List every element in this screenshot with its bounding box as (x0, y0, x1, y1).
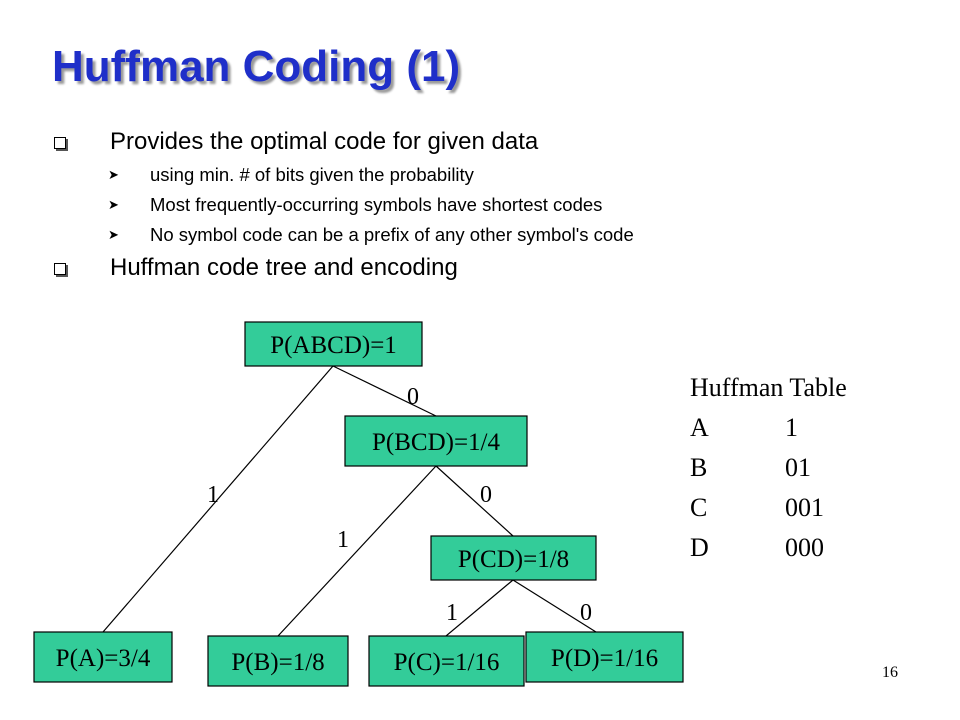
table-code: 1 (785, 413, 798, 442)
sub-bullet-text: Most frequently-occurring symbols have s… (150, 194, 603, 215)
node-label: P(B)=1/8 (231, 649, 324, 676)
node-label: P(ABCD)=1 (270, 332, 397, 359)
huffman-table-row: D 000 (690, 528, 847, 568)
table-code: 000 (785, 533, 824, 562)
node-b: P(B)=1/8 (207, 635, 349, 687)
node-abcd: P(ABCD)=1 (244, 321, 423, 367)
arrowhead-bullet-icon: ➤ (108, 167, 119, 182)
arrowhead-bullet-icon: ➤ (108, 197, 119, 212)
node-label: P(BCD)=1/4 (372, 429, 501, 456)
page-number: 16 (882, 664, 898, 681)
edge-bcd-b (277, 465, 437, 637)
square-bullet-icon (54, 137, 66, 149)
node-d: P(D)=1/16 (525, 631, 684, 683)
node-label: P(CD)=1/8 (458, 546, 569, 573)
table-code: 01 (785, 453, 811, 482)
node-c: P(C)=1/16 (368, 635, 525, 687)
node-cd: P(CD)=1/8 (430, 535, 597, 581)
bullet-text: Provides the optimal code for given data (110, 128, 539, 155)
sub-bullet-item: ➤ No symbol code can be a prefix of any … (52, 220, 634, 250)
huffman-table-title: Huffman Table (690, 373, 847, 402)
edge-label: 1 (446, 600, 458, 626)
edge-label: 0 (407, 384, 419, 410)
bullet-item: Huffman code tree and encoding (52, 250, 634, 286)
edge-label: 1 (337, 527, 349, 553)
bullet-list: Provides the optimal code for given data… (52, 124, 634, 286)
edge-abcd-a (102, 365, 334, 633)
table-symbol: C (690, 493, 708, 522)
huffman-table-row: B 01 (690, 448, 847, 488)
arrowhead-bullet-icon: ➤ (108, 227, 119, 242)
sub-bullet-item: ➤ Most frequently-occurring symbols have… (52, 190, 634, 220)
table-symbol: A (690, 413, 709, 442)
sub-bullet-text: No symbol code can be a prefix of any ot… (150, 224, 634, 245)
table-symbol: B (690, 453, 708, 482)
edge-label: 0 (580, 600, 592, 626)
sub-bullet-text: using min. # of bits given the probabili… (150, 164, 474, 185)
edge-cd-d (512, 579, 597, 633)
edge-abcd-bcd (332, 365, 437, 417)
node-label: P(D)=1/16 (551, 645, 658, 672)
square-bullet-icon (54, 263, 66, 275)
edge-cd-c (445, 579, 514, 637)
table-symbol: D (690, 533, 709, 562)
node-bcd: P(BCD)=1/4 (344, 415, 528, 467)
node-label: P(A)=3/4 (56, 645, 151, 672)
huffman-table-row: C 001 (690, 488, 847, 528)
edge-label: 1 (207, 482, 219, 508)
table-code: 001 (785, 493, 824, 522)
slide-title: Huffman Coding (1) (52, 42, 461, 91)
node-label: P(C)=1/16 (394, 649, 500, 676)
node-a: P(A)=3/4 (33, 631, 173, 683)
bullet-text: Huffman code tree and encoding (110, 254, 458, 281)
edge-label: 0 (480, 482, 492, 508)
bullet-item: Provides the optimal code for given data (52, 124, 634, 160)
edge-bcd-cd (435, 465, 514, 537)
sub-bullet-item: ➤ using min. # of bits given the probabi… (52, 160, 634, 190)
